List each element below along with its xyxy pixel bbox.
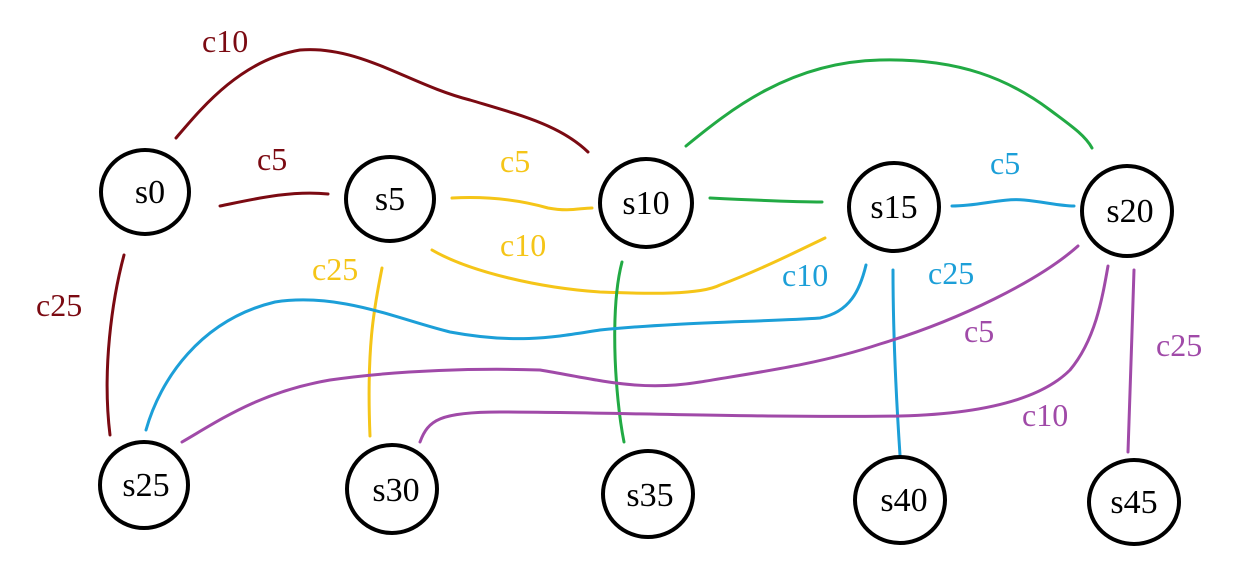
edge-label-s0-s5: c5 <box>257 141 287 177</box>
edge-s10-s20 <box>684 58 1094 150</box>
edge-label-s15-s25: c10 <box>782 257 828 293</box>
edge-s10-s15 <box>708 196 824 204</box>
edge-s0-s5 <box>218 191 330 208</box>
edge-label-s20-s25: c5 <box>964 313 994 349</box>
edge-s0-s10 <box>174 48 590 154</box>
edge-s15-s25 <box>144 263 868 432</box>
edge-label-s15-s20: c5 <box>990 145 1020 181</box>
edge-s15-s20 <box>950 198 1076 208</box>
edge-labels: c10 c5 c25 c5 c10 c25 c5 c10 c25 c5 c10 … <box>36 23 1202 433</box>
edge-s5-s15 <box>430 236 827 295</box>
node-s25: s25 <box>98 440 190 530</box>
nodes: s0 s5 s10 s15 s20 s25 s30 s35 <box>98 148 1181 546</box>
edge-s5-s30 <box>367 266 384 438</box>
edge-s0-s25 <box>105 253 126 437</box>
edge-s20-s25 <box>180 244 1080 444</box>
edge-s5-s10 <box>450 196 594 212</box>
edge-label-s0-s25: c25 <box>36 287 82 323</box>
node-s45: s45 <box>1087 458 1181 546</box>
edge-label-s0-s10: c10 <box>202 23 248 59</box>
node-label-s45: s45 <box>1110 484 1157 521</box>
edge-label-s5-s30: c25 <box>312 251 358 287</box>
edge-label-s5-s15: c10 <box>500 227 546 263</box>
node-label-s25: s25 <box>122 467 169 504</box>
node-label-s5: s5 <box>375 181 405 218</box>
edge-label-s5-s10: c5 <box>500 143 530 179</box>
node-s40: s40 <box>853 455 947 545</box>
edge-s10-s35 <box>613 260 626 444</box>
node-label-s0: s0 <box>135 174 165 211</box>
edge-s20-s30 <box>418 264 1110 444</box>
node-s10: s10 <box>598 157 694 249</box>
node-s15: s15 <box>847 161 941 253</box>
edges <box>105 48 1136 457</box>
node-s5: s5 <box>344 155 436 243</box>
edge-label-s15-s40: c25 <box>928 255 974 291</box>
edge-s20-s45 <box>1126 268 1136 454</box>
node-s35: s35 <box>601 449 695 539</box>
node-s0: s0 <box>99 148 191 236</box>
node-label-s30: s30 <box>372 472 419 509</box>
node-label-s40: s40 <box>880 482 927 519</box>
edge-label-s20-s45: c25 <box>1156 327 1202 363</box>
node-label-s15: s15 <box>870 189 917 226</box>
node-s30: s30 <box>345 443 439 535</box>
edge-label-s20-s30: c10 <box>1022 397 1068 433</box>
node-label-s35: s35 <box>626 477 673 514</box>
node-label-s20: s20 <box>1106 193 1153 230</box>
node-label-s10: s10 <box>622 185 669 222</box>
edge-s15-s40 <box>891 268 902 457</box>
node-s20: s20 <box>1080 164 1174 258</box>
